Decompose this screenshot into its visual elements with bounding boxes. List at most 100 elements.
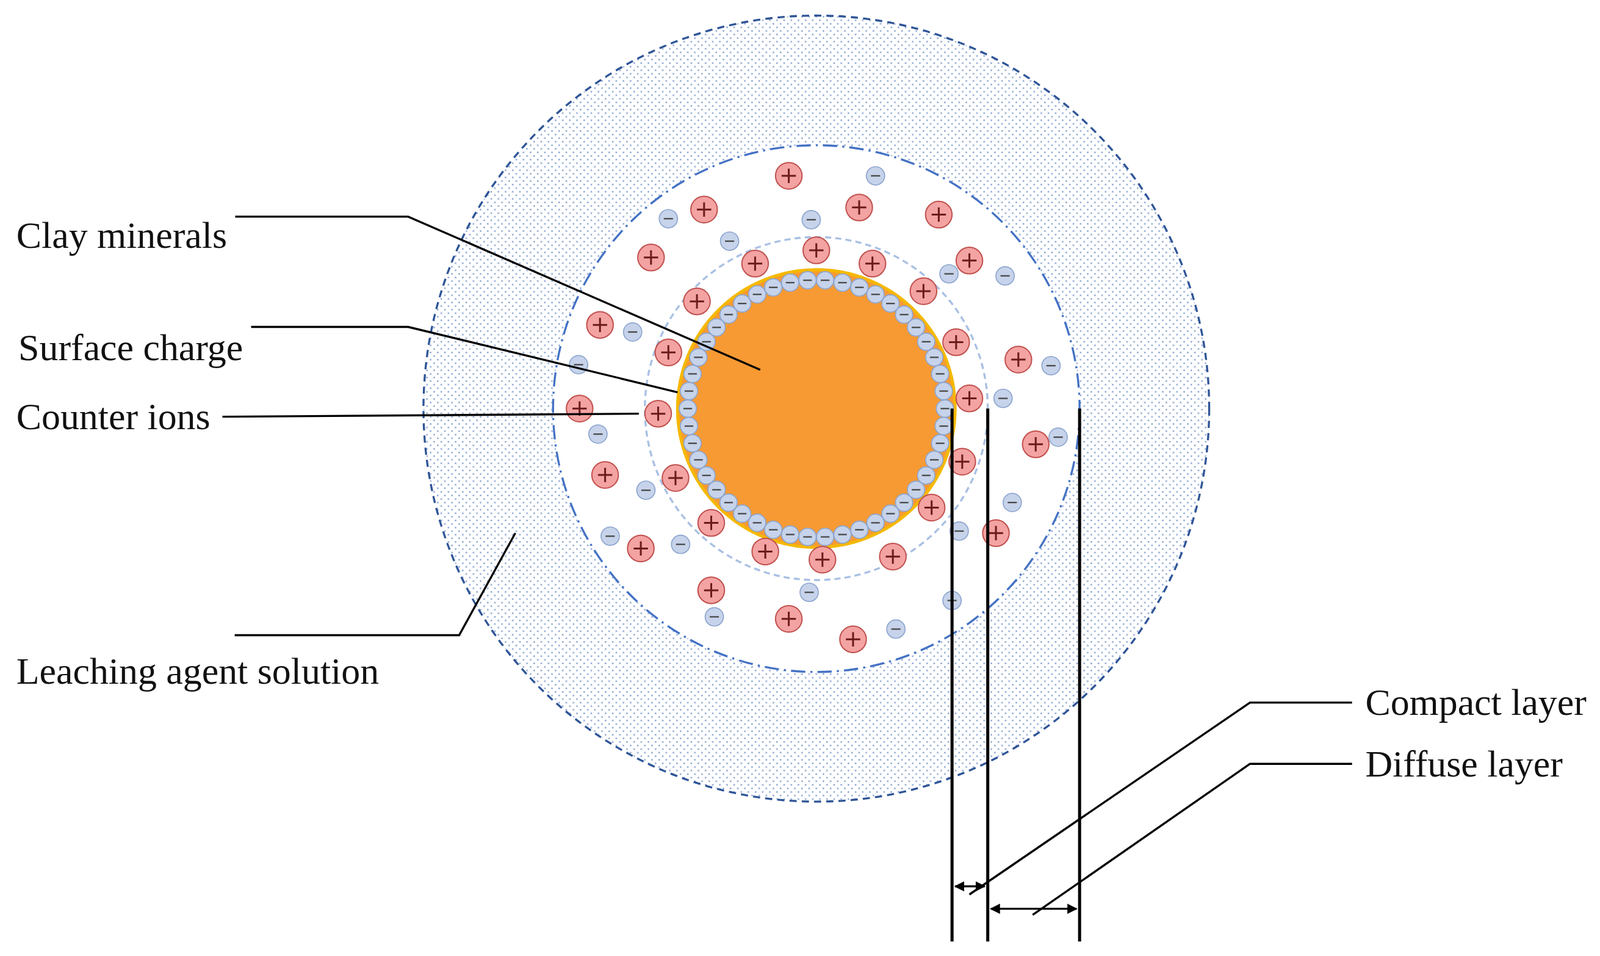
surface-anion [733,294,751,312]
cation [1005,345,1032,373]
layer-bracket [951,408,1080,941]
cation [839,625,866,652]
cation [1022,430,1049,458]
leader-line [234,532,516,635]
outer-boundary [423,15,1210,802]
cation [683,288,710,315]
surface-anion [781,273,799,292]
solution-region [423,15,1210,802]
cation [566,395,593,422]
surface-anion [698,333,716,351]
anion [939,264,959,284]
surface-anion [816,527,834,545]
diffuse-boundary [552,145,1080,672]
surface-anion [798,271,816,289]
anion [995,266,1015,285]
cation [637,244,664,271]
part-label: Clay minerals [16,214,228,256]
surface-anion [689,450,707,469]
surface-anion [764,278,782,296]
anion [569,355,588,374]
anion [704,607,724,626]
surface-anion [866,513,884,531]
part-label: Counter ions [16,395,211,437]
cation [742,250,769,277]
cation [775,162,802,189]
surface-anion [781,525,799,543]
surface-anion [881,504,899,522]
leader-line [969,702,1353,894]
surface-anion [833,525,851,543]
cation [587,311,614,338]
surface-anion [684,434,702,452]
anion [671,535,690,554]
compact-boundary [645,236,988,580]
cation [956,385,983,412]
surface-anion [680,417,698,435]
anion [1041,356,1060,375]
surface-anion [698,466,716,484]
surface-anion [917,466,935,484]
cation [879,543,906,570]
anion [1003,493,1022,512]
leader-line [234,216,760,370]
surface-anion [934,381,952,400]
surface-anion [925,450,943,469]
clay-particle [677,269,955,548]
surface-anion [816,271,834,289]
cation [751,538,779,565]
anion [886,619,905,638]
surface-anion [689,348,707,366]
dimension-arrows [954,886,1077,909]
part-label: Surface charge [18,326,243,368]
anion [720,231,739,251]
anion [659,209,678,228]
surface-anion [833,273,851,292]
cation [698,509,725,536]
surface-anion [748,285,766,303]
anion [994,389,1013,408]
surface-anion [931,364,949,382]
layer-label: Diffuse layer [1365,742,1563,785]
cation [690,195,718,223]
cation [845,194,873,221]
cation [775,605,802,632]
surface-anion [850,521,868,539]
surface-anion [917,333,935,351]
cation [809,546,836,573]
cation [655,339,682,366]
cation [662,464,689,491]
cation [698,576,725,603]
surface-anion [931,434,949,452]
cation [645,400,672,427]
anion [800,582,819,602]
cation [910,277,937,304]
leader-line [251,327,678,393]
anion [601,526,620,545]
anion [636,480,655,500]
cation [942,328,970,356]
surface-anion [748,513,766,531]
layer-label: Compact layer [1365,681,1586,723]
surface-anion [680,381,698,400]
anion [588,424,608,444]
surface-anion [925,348,943,366]
surface-anion [907,318,925,336]
cation [627,535,654,562]
surface-anion [866,285,884,303]
surface-anion [707,480,725,498]
cation [591,461,619,488]
surface-anion [798,527,816,545]
anion [1048,427,1068,447]
surface-anion [850,278,868,296]
surface-anion [934,417,952,435]
cation [859,250,886,277]
cation [918,494,945,521]
anion [623,322,642,342]
surface-anion [764,521,782,539]
cation [925,201,952,228]
surface-anion [679,399,697,417]
cation [803,236,830,264]
anion [801,210,821,229]
